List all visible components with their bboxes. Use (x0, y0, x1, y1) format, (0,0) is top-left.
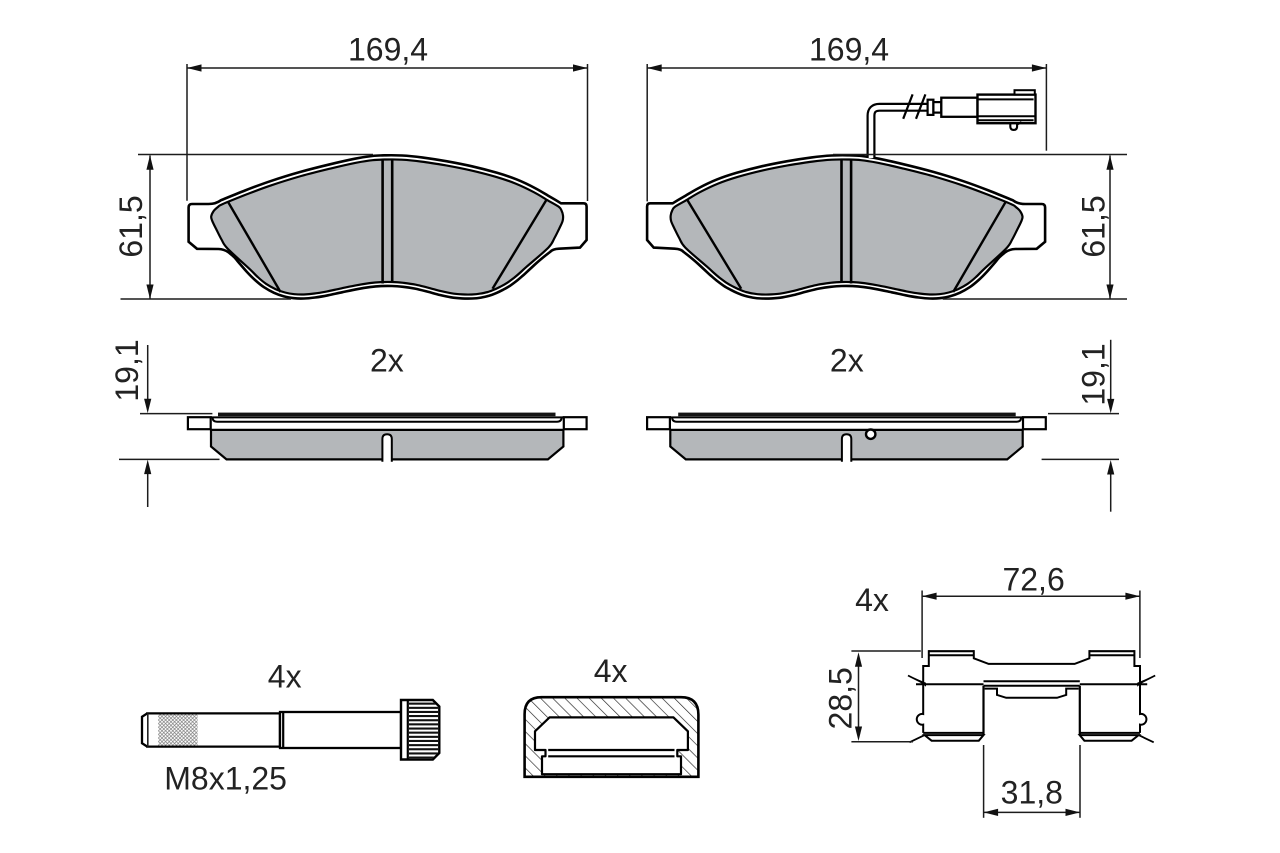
svg-text:4x: 4x (855, 582, 889, 618)
svg-text:169,4: 169,4 (809, 32, 889, 68)
svg-text:19,1: 19,1 (1076, 343, 1112, 405)
svg-text:19,1: 19,1 (109, 339, 145, 401)
svg-text:2x: 2x (370, 343, 404, 379)
svg-text:61,5: 61,5 (113, 195, 149, 257)
svg-text:31,8: 31,8 (1001, 775, 1063, 811)
svg-text:61,5: 61,5 (1076, 195, 1112, 257)
svg-text:28,5: 28,5 (823, 667, 859, 729)
svg-text:M8x1,25: M8x1,25 (164, 761, 287, 797)
svg-text:4x: 4x (594, 653, 628, 689)
svg-text:169,4: 169,4 (348, 32, 428, 68)
svg-text:72,6: 72,6 (1002, 562, 1064, 598)
svg-text:2x: 2x (830, 343, 864, 379)
svg-text:4x: 4x (268, 658, 302, 694)
